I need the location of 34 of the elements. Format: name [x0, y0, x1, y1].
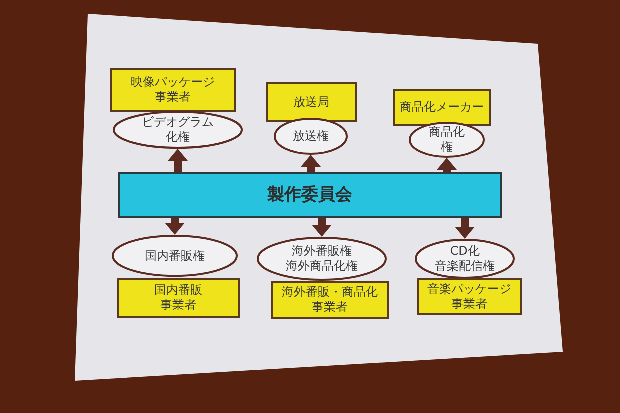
rights-name: ビデオグラム化権: [140, 115, 215, 145]
rights-ellipse: [415, 239, 515, 279]
rights-name: 放送権: [293, 129, 329, 144]
arrow: [168, 149, 188, 172]
rights-name: 国内番販権: [145, 248, 205, 264]
company-name: 音楽パッケージ事業者: [426, 282, 512, 312]
arrow: [301, 155, 321, 172]
rights-name: 商品化権: [428, 125, 466, 155]
company-box: [393, 89, 491, 126]
company-name: 放送局: [294, 94, 330, 110]
company-name: 映像パッケージ事業者: [130, 75, 216, 105]
committee-name: 製作委員会: [268, 184, 352, 206]
arrow: [455, 218, 475, 239]
arrow: [437, 158, 457, 172]
rights-name: CD化: [450, 244, 480, 259]
company-name: 国内番販事業者: [153, 283, 204, 313]
company-box: [266, 82, 357, 122]
arrow: [165, 218, 185, 235]
rights-ellipse: [257, 237, 387, 281]
company-box: [271, 281, 389, 319]
company-box: [417, 278, 522, 315]
rights-name: 海外商品化権: [286, 259, 358, 274]
rights-ellipse: [112, 235, 238, 277]
committee-band: [118, 172, 502, 218]
arrow: [312, 218, 332, 237]
rights-ellipse: [409, 122, 485, 158]
company-name: 海外番販・商品化事業者: [280, 285, 379, 315]
rights-name: 音楽配信権: [435, 259, 495, 274]
rights-ellipse: [113, 111, 243, 149]
company-box: [110, 68, 236, 112]
company-box: [117, 278, 240, 318]
rights-name: 海外番販権: [292, 244, 352, 259]
rights-ellipse: [274, 118, 348, 155]
company-name: 商品化メーカー: [400, 100, 484, 115]
